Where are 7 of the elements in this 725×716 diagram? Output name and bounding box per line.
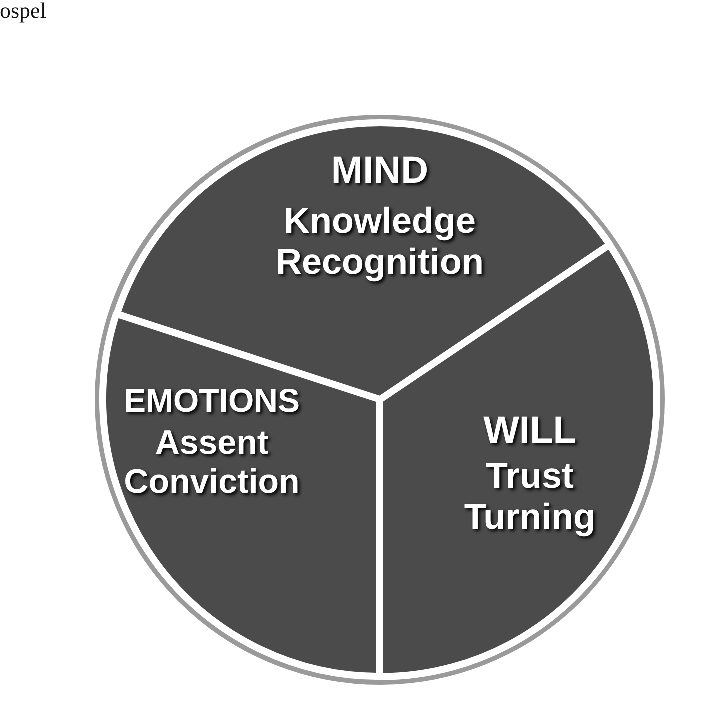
sector-heading: EMOTIONS [122,382,301,420]
sector-text: Knowledge Recognition [274,200,485,283]
sector-text: Assent Conviction [123,424,301,502]
sector-text: Trust Turning [463,454,597,538]
sector-heading: MIND [330,150,430,194]
page-heading-fragment: ospel [0,0,46,24]
sector-heading: WILL [482,410,578,454]
